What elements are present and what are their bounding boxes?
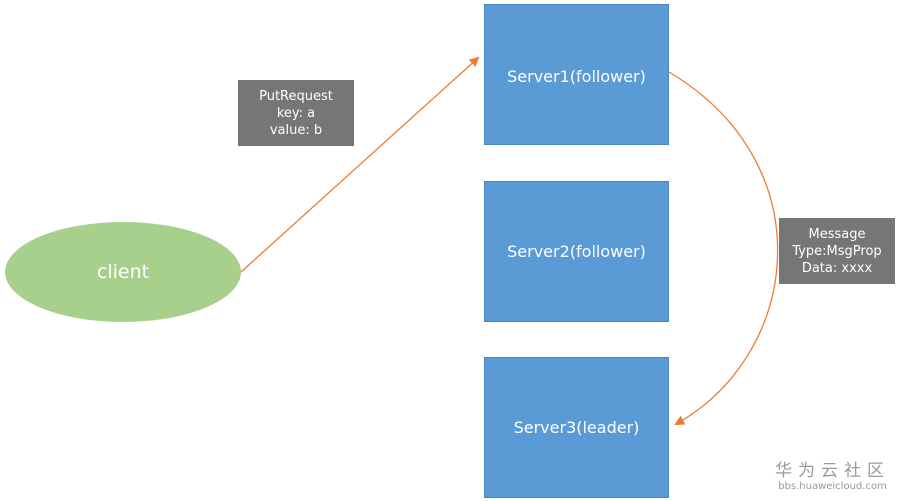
client-node: client (5, 222, 241, 322)
put-request-value: value: b (269, 122, 323, 138)
message-data: Data: xxxx (801, 260, 873, 276)
watermark-title: 华为云社区 (775, 461, 890, 481)
server2-label: Server2(follower) (507, 242, 646, 261)
message-note: Message Type:MsgProp Data: xxxx (779, 218, 895, 284)
server3-label: Server3(leader) (513, 418, 640, 437)
server1-label: Server1(follower) (507, 67, 646, 86)
put-request-title: PutRequest (259, 88, 333, 104)
put-request-note: PutRequest key: a value: b (238, 80, 354, 146)
client-to-server1-arrow (240, 56, 480, 273)
server3-node: Server3(leader) (484, 357, 669, 498)
server1-to-server3-arrow (668, 71, 779, 425)
message-type: Type:MsgProp (792, 243, 882, 259)
client-label: client (96, 261, 150, 283)
watermark-url: bbs.huaweicloud.com (778, 481, 887, 492)
message-title: Message (808, 226, 866, 242)
put-request-key: key: a (276, 105, 316, 121)
watermark: 华为云社区 bbs.huaweicloud.com (775, 461, 890, 493)
server1-node: Server1(follower) (484, 4, 669, 145)
server2-node: Server2(follower) (484, 181, 669, 322)
